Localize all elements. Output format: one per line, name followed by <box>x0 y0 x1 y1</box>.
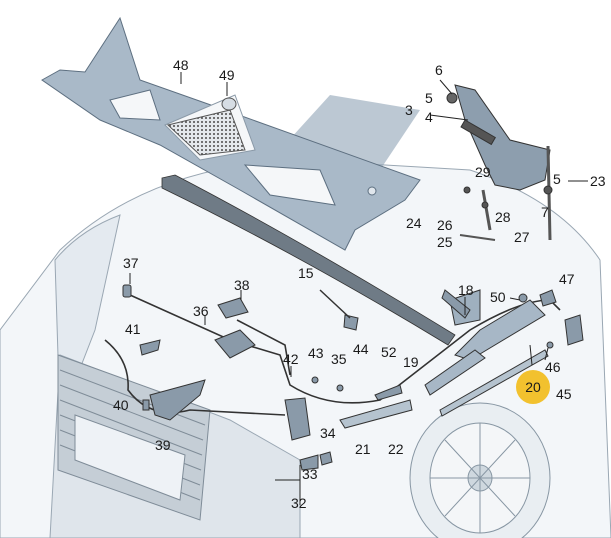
callout-25: 25 <box>437 234 453 250</box>
callout-45: 45 <box>556 386 572 402</box>
callout-35: 35 <box>331 351 347 367</box>
callout-39: 39 <box>155 437 171 453</box>
callout-32: 32 <box>291 495 307 511</box>
callout-24: 24 <box>406 215 422 231</box>
callout-38: 38 <box>234 277 250 293</box>
callout-41: 41 <box>125 321 141 337</box>
callout-37: 37 <box>123 255 139 271</box>
callout-19: 19 <box>403 354 419 370</box>
callout-18: 18 <box>458 282 474 298</box>
callout-52: 52 <box>381 344 397 360</box>
callout-49: 49 <box>219 67 235 83</box>
callout-22: 22 <box>388 441 404 457</box>
callout-26: 26 <box>437 217 453 233</box>
callout-3: 3 <box>405 102 413 118</box>
callout-29: 29 <box>475 164 491 180</box>
callout-48: 48 <box>173 57 189 73</box>
callout-33: 33 <box>302 466 318 482</box>
callout-47: 47 <box>559 271 575 287</box>
callout-36: 36 <box>193 303 209 319</box>
leader-lines <box>129 72 588 505</box>
callout-15: 15 <box>298 265 314 281</box>
callout-5-upper: 5 <box>425 90 433 106</box>
callout-7: 7 <box>541 204 549 220</box>
small-parts <box>122 284 584 471</box>
scuttle-panel <box>41 16 421 251</box>
callout-28: 28 <box>495 209 511 225</box>
callout-43: 43 <box>308 345 324 361</box>
grommet-49 <box>221 97 237 111</box>
callout-20-highlighted: 20 <box>516 370 550 404</box>
callout-23: 23 <box>590 173 606 189</box>
hinge-assembly <box>446 84 553 241</box>
front-wheel <box>409 402 551 538</box>
callout-46: 46 <box>545 359 561 375</box>
callout-27: 27 <box>514 229 530 245</box>
callout-4: 4 <box>425 109 433 125</box>
callout-34: 34 <box>320 425 336 441</box>
callout-42: 42 <box>283 351 299 367</box>
callout-6: 6 <box>435 62 443 78</box>
seal-strip-15 <box>161 174 456 346</box>
callout-5-lower: 5 <box>553 171 561 187</box>
callout-50: 50 <box>490 289 506 305</box>
callout-44: 44 <box>353 341 369 357</box>
callout-21: 21 <box>355 441 371 457</box>
callout-40: 40 <box>113 397 129 413</box>
